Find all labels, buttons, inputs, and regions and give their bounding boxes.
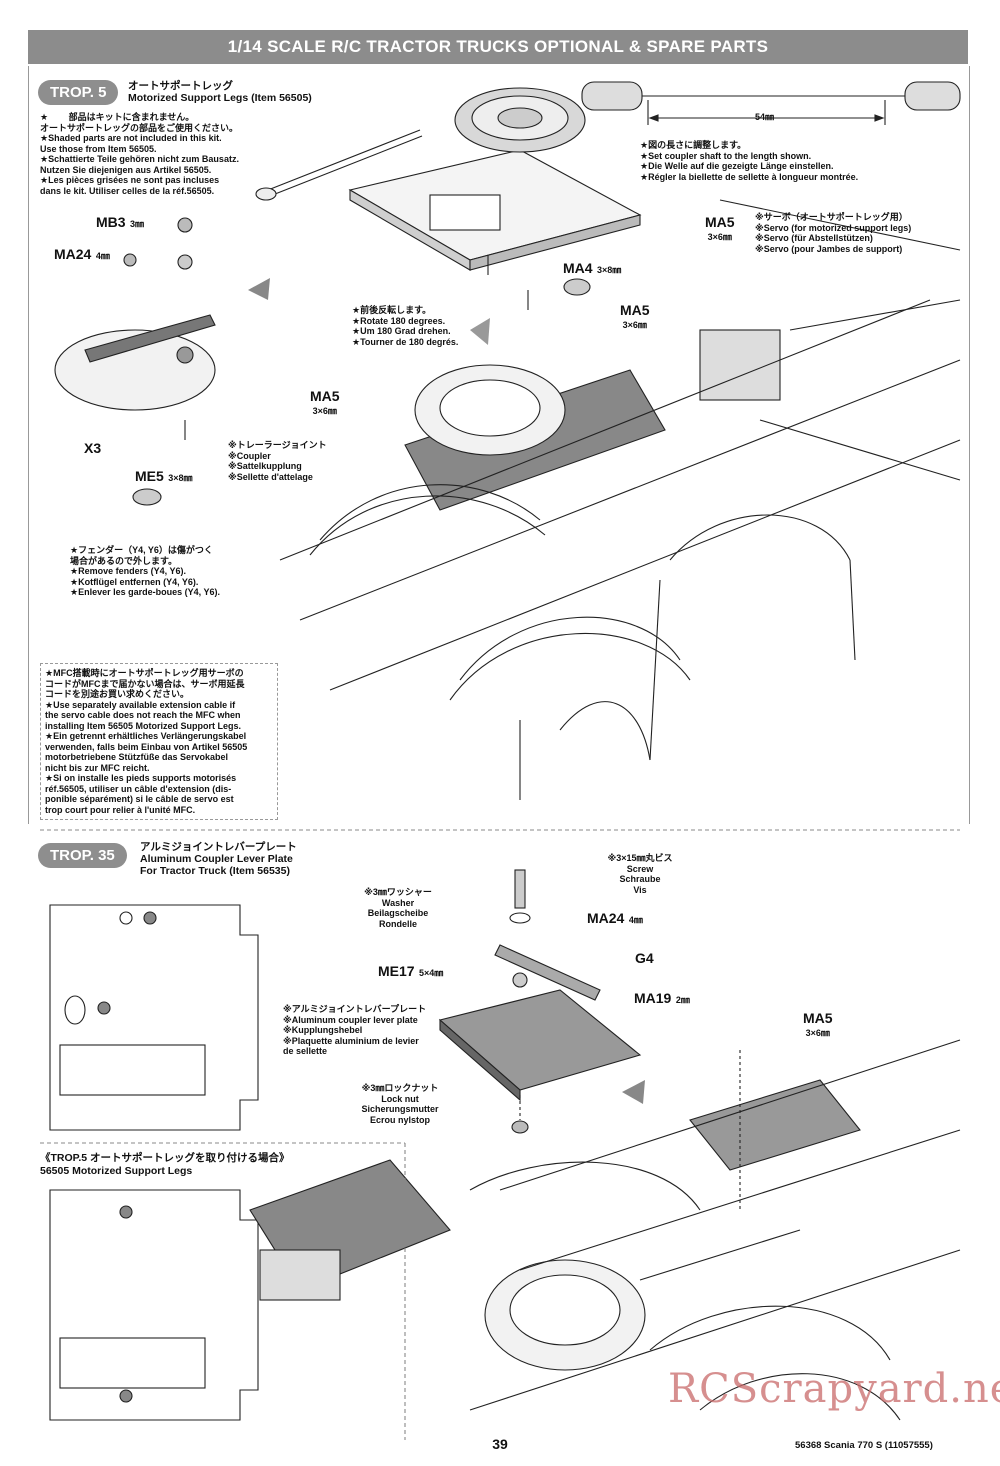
shaft-length-label: 54㎜ <box>755 112 775 122</box>
part-me17-label: ME17 5×4㎜ <box>378 963 444 979</box>
note-line: Use those from Item 56505. <box>40 143 157 154</box>
trop5-title-en: Motorized Support Legs (Item 56505) <box>128 92 312 104</box>
plate-note: ※アルミジョイントレバープレート ※Aluminum coupler lever… <box>283 1004 427 1056</box>
servo-note: ※サーボ（オートサポートレッグ用） ※Servo (for motorized … <box>755 212 912 254</box>
lever-plate-small-drawing <box>49 1159 451 1421</box>
page-number: 39 <box>492 1436 508 1452</box>
watermark: RCScrapyard.net <box>668 1366 1000 1412</box>
note-line: ★Shaded parts are not included in this k… <box>40 133 222 143</box>
trop35-badge: TROP. 35 <box>38 843 127 868</box>
part-mb3-label: MB3 3㎜ <box>96 214 145 230</box>
part-g4-label: G4 <box>635 950 654 966</box>
note-line: ★ 部品はキットに含まれません。 <box>40 112 195 122</box>
when-installing-trop5-note: 《TROP.5 オートサポートレッグを取り付ける場合》 56505 Motori… <box>40 1152 290 1177</box>
part-ma19-label: MA19 2㎜ <box>634 990 690 1006</box>
mfc-cable-note: ★MFC搭載時にオートサポートレッグ用サーボの コードがMFCまで届かない場合は… <box>40 663 278 820</box>
page-header-title: 1/14 SCALE R/C TRACTOR TRUCKS OPTIONAL &… <box>227 37 769 56</box>
lever-exploded-drawing <box>438 869 642 1134</box>
note-line: Nutzen Sie diejenigen aus Artikel 56505. <box>40 164 212 175</box>
support-leg-plate-drawing <box>348 87 642 271</box>
page-header-banner: 1/14 SCALE R/C TRACTOR TRUCKS OPTIONAL &… <box>28 30 968 64</box>
washer-note: ※3㎜ワッシャー Washer Beilagscheibe Rondelle <box>364 887 432 929</box>
trop5-title-jp: オートサポートレッグ <box>128 80 233 92</box>
screw-note: ※3×15㎜丸ビス Screw Schraube Vis <box>607 853 673 895</box>
part-me5-label: ME5 3×8㎜ <box>135 468 193 484</box>
trop5-shaded-note: ★ 部品はキットに含まれません。 オートサポートレッグの部品をご使用ください。 … <box>40 112 280 196</box>
part-x3-label: X3 <box>84 440 102 456</box>
trop5-header: TROP. 5 <box>38 80 119 105</box>
trop5-title: オートサポートレッグ Motorized Support Legs (Item … <box>128 80 312 104</box>
trop35-title: アルミジョイントレバープレート Aluminum Coupler Lever P… <box>140 841 297 877</box>
lever-plate-large-drawing <box>49 904 259 1131</box>
leg-bracket-drawing <box>54 217 591 506</box>
note-line: dans le kit. Utiliser celles de la réf.5… <box>40 185 215 196</box>
note-line: オートサポートレッグの部品をご使用ください。 <box>40 122 239 133</box>
part-ma4-label: MA4 3×8㎜ <box>563 260 622 276</box>
note-line: ★Schattierte Teile gehören nicht zum Bau… <box>40 154 239 164</box>
note-line: ★Les pièces grisées ne sont pas incluses <box>40 175 220 185</box>
rotate-note: ★前後反転します。 ★Rotate 180 degrees. ★Um 180 G… <box>352 305 459 347</box>
coupler-shaft-drawing <box>581 81 961 125</box>
fender-note: ★フェンダー（Y4, Y6）は傷がつく 場合があるので外します。 ★Remove… <box>70 545 220 597</box>
support-leg-rod-drawing <box>255 129 423 201</box>
locknut-note: ※3㎜ロックナット Lock nut Sicherungsmutter Ecro… <box>361 1083 439 1125</box>
shaft-length-note: ★図の長さに調整します。 ★Set coupler shaft to the l… <box>640 140 859 182</box>
product-code: 56368 Scania 770 S (11057555) <box>795 1440 933 1451</box>
chassis-drawing-trop5 <box>279 199 961 800</box>
trop5-badge: TROP. 5 <box>38 80 119 105</box>
coupler-note: ※トレーラージョイント ※Coupler ※Sattelkupplung ※Se… <box>228 440 327 482</box>
chassis-drawing-trop35 <box>469 1039 961 1421</box>
part-ma24-t35-label: MA24 4㎜ <box>587 910 643 926</box>
part-ma24-label: MA24 4㎜ <box>54 246 110 262</box>
trop5-section-frame <box>28 66 970 824</box>
trop35-header: TROP. 35 <box>38 843 127 868</box>
